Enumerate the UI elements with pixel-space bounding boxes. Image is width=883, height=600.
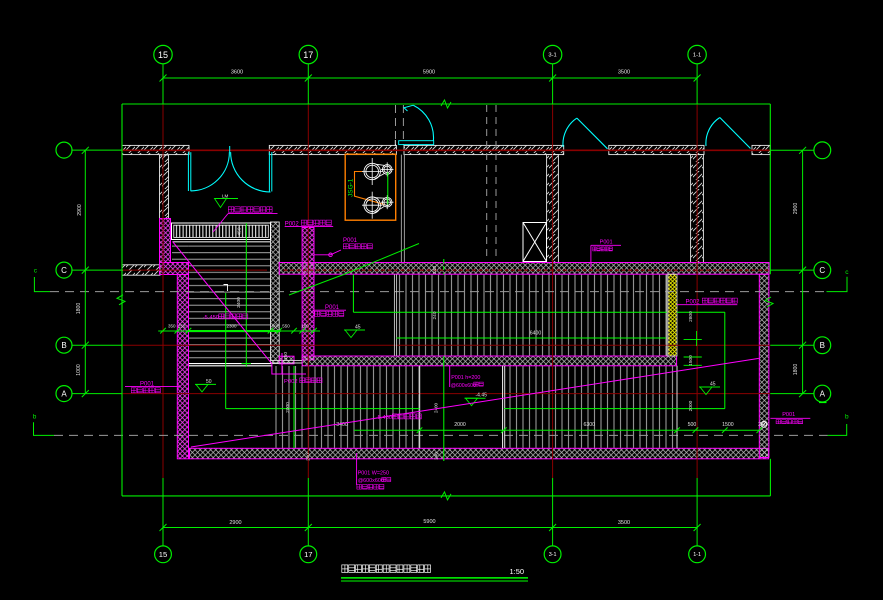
svg-text:450: 450	[237, 227, 243, 235]
svg-text:2900: 2900	[793, 203, 799, 215]
svg-text:A: A	[820, 390, 826, 399]
svg-text:P002: P002	[285, 221, 300, 227]
svg-text:17: 17	[304, 550, 312, 559]
svg-text:1-1: 1-1	[693, 53, 701, 59]
svg-text:160: 160	[301, 324, 309, 329]
svg-text:c: c	[845, 269, 849, 276]
svg-text:@600x600: @600x600	[358, 478, 384, 484]
svg-text:B: B	[61, 341, 66, 350]
svg-text:1800: 1800	[76, 303, 82, 315]
svg-text:2300: 2300	[226, 324, 237, 329]
svg-text:P001: P001	[325, 305, 340, 311]
svg-text:500: 500	[688, 422, 697, 428]
svg-text:P001: P001	[343, 238, 358, 244]
svg-text:550: 550	[282, 324, 290, 329]
svg-text:b: b	[33, 414, 37, 421]
svg-text:LM: LM	[222, 194, 229, 199]
svg-text:1500: 1500	[688, 355, 694, 366]
svg-text:3-1: 3-1	[548, 53, 556, 59]
svg-text:150: 150	[283, 352, 289, 360]
svg-text:C: C	[819, 266, 825, 275]
svg-text:15: 15	[158, 50, 168, 60]
svg-text:c: c	[34, 267, 38, 274]
svg-text:JSG-1: JSG-1	[348, 178, 355, 197]
svg-text:3400: 3400	[336, 422, 348, 428]
svg-text:1000: 1000	[76, 364, 82, 376]
svg-text:P001: P001	[782, 412, 795, 418]
svg-text:P001 W=250: P001 W=250	[358, 471, 389, 477]
svg-text:P001: P001	[600, 239, 613, 245]
svg-text:P001 h=200: P001 h=200	[451, 375, 480, 381]
svg-text:6300: 6300	[584, 422, 596, 428]
svg-text:17: 17	[303, 50, 313, 60]
svg-text:-4.45: -4.45	[476, 393, 488, 399]
svg-text:240: 240	[432, 266, 438, 274]
svg-text:45: 45	[355, 325, 361, 331]
svg-text:1:50: 1:50	[510, 567, 525, 576]
svg-text:240: 240	[432, 311, 438, 319]
svg-text:1-1: 1-1	[693, 552, 701, 558]
svg-text:45: 45	[710, 382, 716, 388]
svg-text:P002: P002	[686, 299, 701, 305]
svg-text:5900: 5900	[423, 519, 435, 525]
svg-text:P001: P001	[140, 382, 155, 388]
svg-text:350: 350	[168, 324, 176, 329]
svg-text:50: 50	[206, 379, 212, 385]
svg-text:@600x600: @600x600	[451, 383, 476, 389]
svg-text:240: 240	[758, 422, 767, 428]
svg-text:3500: 3500	[618, 70, 630, 76]
svg-text:-5.450: -5.450	[376, 415, 392, 421]
svg-text:2000: 2000	[454, 422, 466, 428]
svg-text:P002: P002	[284, 379, 298, 385]
svg-text:240: 240	[434, 452, 439, 460]
svg-text:2000: 2000	[285, 402, 291, 413]
svg-text:2900: 2900	[77, 204, 83, 216]
svg-text:1500: 1500	[722, 422, 734, 428]
svg-text:15: 15	[159, 550, 167, 559]
svg-text:2400: 2400	[434, 402, 439, 413]
svg-text:5900: 5900	[423, 70, 435, 76]
svg-text:2400: 2400	[236, 297, 242, 308]
svg-text:3500: 3500	[618, 520, 630, 526]
svg-text:6400: 6400	[530, 331, 542, 337]
svg-text:250: 250	[178, 324, 186, 329]
svg-text:B: B	[820, 341, 825, 350]
svg-text:C: C	[61, 266, 67, 275]
svg-text:900: 900	[272, 324, 280, 329]
svg-text:2900: 2900	[229, 520, 241, 526]
svg-text:1800: 1800	[793, 364, 799, 376]
svg-text:240: 240	[306, 453, 311, 461]
svg-text:b: b	[845, 414, 849, 421]
svg-text:A: A	[61, 390, 67, 399]
svg-text:-5.450: -5.450	[203, 315, 219, 321]
svg-text:2000: 2000	[688, 400, 694, 411]
svg-text:3-1: 3-1	[549, 552, 557, 558]
svg-text:2800: 2800	[688, 311, 694, 322]
svg-text:3600: 3600	[231, 70, 243, 76]
